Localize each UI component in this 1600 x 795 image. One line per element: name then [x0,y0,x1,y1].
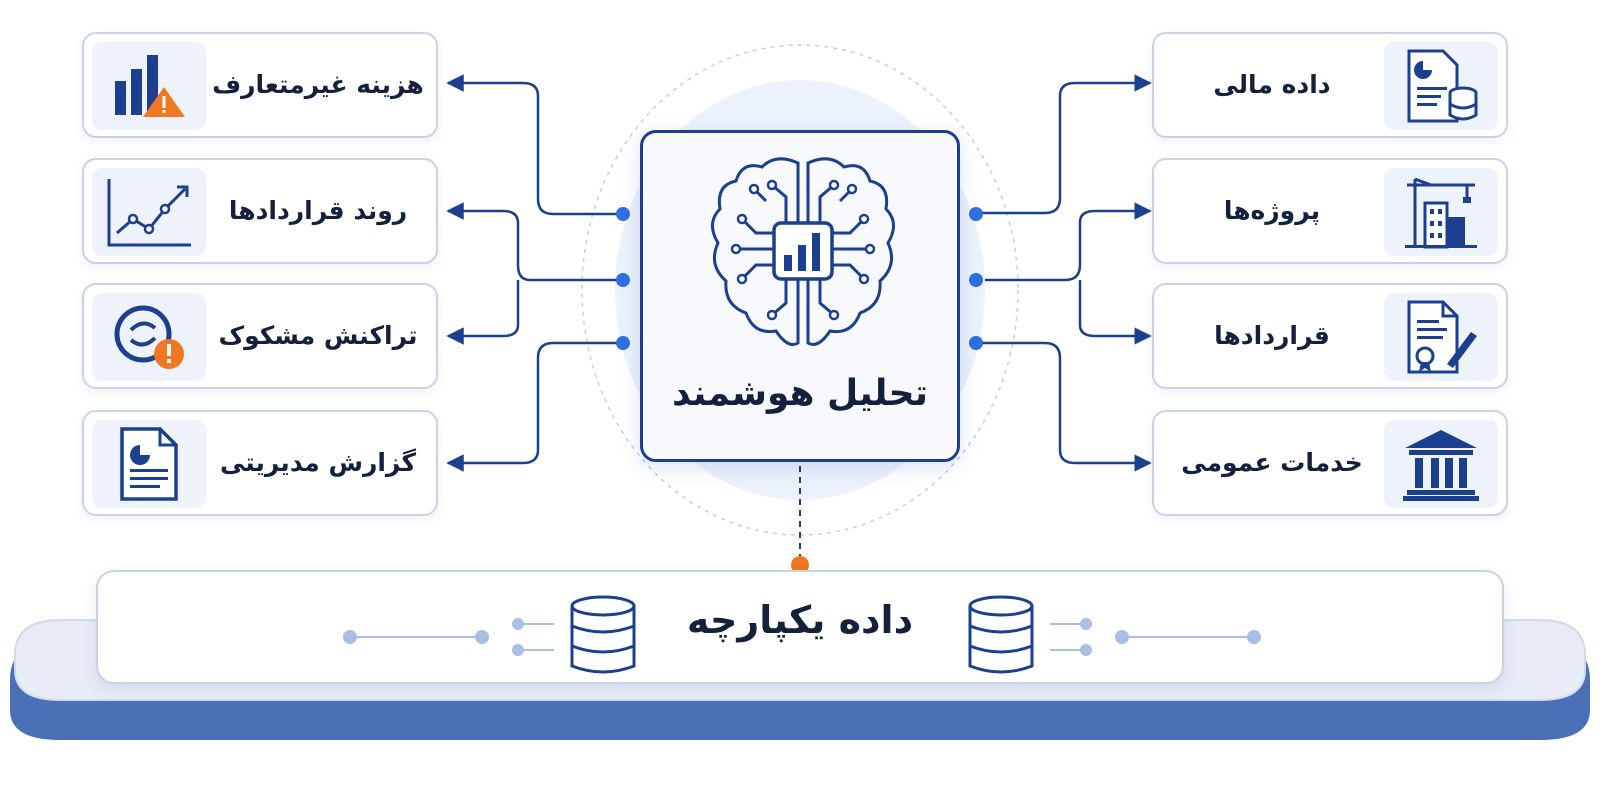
integrated-data-platform[interactable]: داده یکپارچه [96,570,1504,684]
output-card-management-report[interactable]: گزارش مدیریتی [82,410,438,516]
financial-report-icon [1384,42,1498,130]
database-icon [570,595,636,674]
building-crane-icon [1384,168,1498,256]
platform-title: داده یکپارچه [686,598,914,642]
input-connectors [975,74,1152,472]
intelligent-analysis-hub[interactable]: تحلیل هوشمند [640,130,960,462]
input-label: خدمات عمومی [1181,448,1363,477]
connector-dots [616,207,983,350]
database-icon [968,595,1034,674]
input-label: پروژه‌ها [1223,196,1321,225]
input-label: داده مالی [1213,70,1331,99]
database-icons-and-links [343,595,1261,674]
hub-platform-node [791,556,809,574]
input-card-public-services[interactable]: خدمات عمومی [1152,410,1508,516]
hub-title: تحلیل هوشمند [671,373,929,414]
output-label: روند قراردادها [228,196,408,225]
output-label: گزارش مدیریتی [220,448,416,477]
suspicious-transaction-icon [92,293,206,381]
output-label: تراکنش مشکوک [218,321,418,350]
input-card-projects[interactable]: پروژه‌ها [1152,158,1508,264]
signed-contract-icon [1384,293,1498,381]
output-card-suspicious-transaction[interactable]: تراکنش مشکوک [82,283,438,389]
input-card-contracts[interactable]: قراردادها [1152,283,1508,389]
input-label: قراردادها [1214,321,1330,350]
output-connectors [446,74,623,472]
bar-chart-warning-icon [92,42,206,130]
output-label: هزینه غیرمتعارف [212,70,424,99]
trend-line-chart-icon [92,168,206,256]
government-building-icon [1384,420,1498,508]
output-card-contract-trend[interactable]: روند قراردادها [82,158,438,264]
input-card-financial-data[interactable]: داده مالی [1152,32,1508,138]
management-report-icon [92,420,206,508]
ai-brain-chip-icon [706,153,900,362]
output-card-unusual-cost[interactable]: هزینه غیرمتعارف [82,32,438,138]
